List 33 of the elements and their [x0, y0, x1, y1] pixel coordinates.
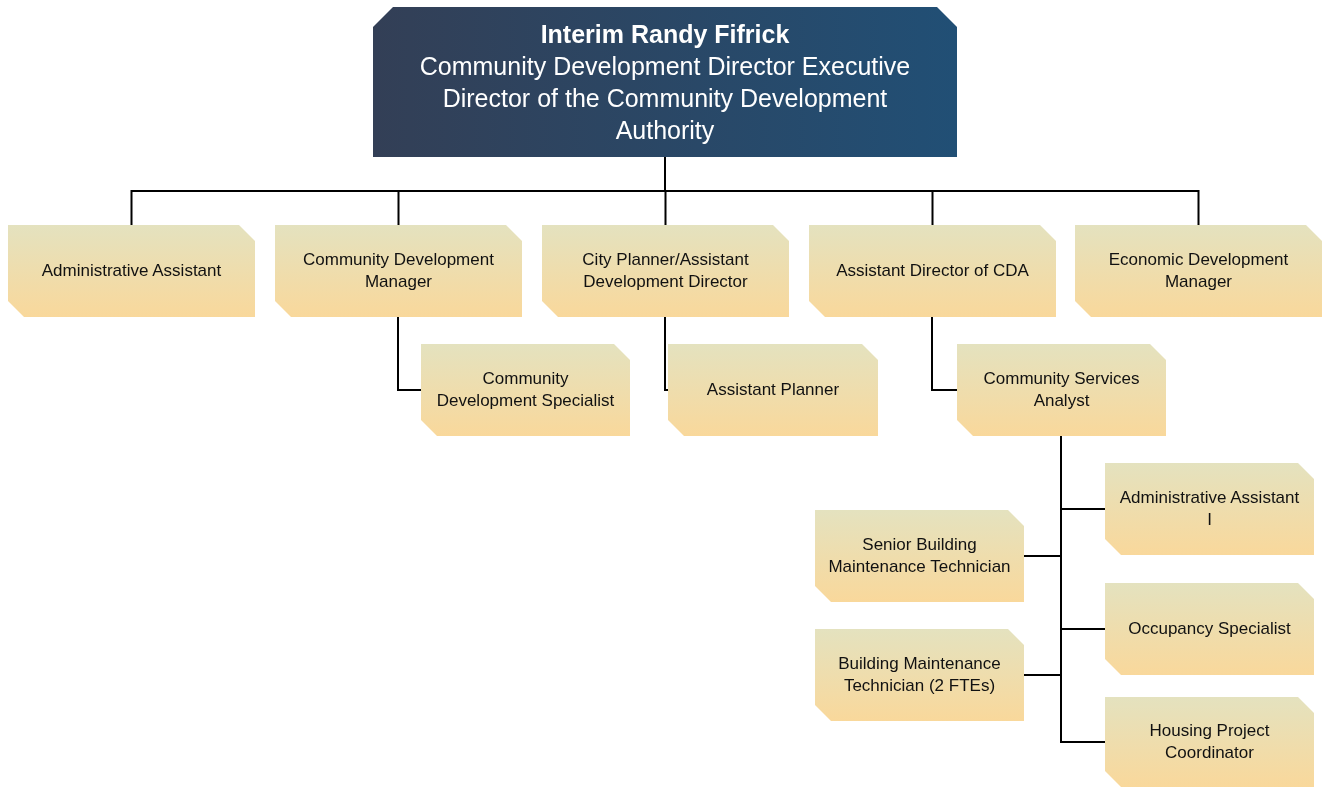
connector-line: [1060, 435, 1106, 743]
position-box: [1075, 225, 1322, 317]
title-text: City Planner/Assistant Development Director: [581, 249, 750, 293]
title-text: Housing Project Coordinator: [1148, 720, 1271, 764]
position-box: [809, 225, 1056, 317]
title-text: Assistant Director of CDA: [836, 260, 1029, 282]
position-box: [668, 344, 878, 436]
position-box: [1105, 463, 1314, 555]
title-text: Community Development Manager: [302, 249, 495, 293]
position-box: [421, 344, 630, 436]
title-text: Community Development Director Executive Director of the Community Development Authority: [418, 51, 912, 146]
title-text: Occupancy Specialist: [1128, 618, 1291, 640]
title-text: Assistant Planner: [706, 379, 840, 401]
position-box: [1105, 697, 1314, 787]
title-text: Senior Building Maintenance Technician: [827, 534, 1012, 578]
title-text: Community Development Specialist: [435, 368, 616, 412]
title-text: Community Services Analyst: [982, 368, 1141, 412]
title-text: Economic Development Manager: [1107, 249, 1290, 293]
connector-line: [931, 316, 958, 391]
position-box: [8, 225, 255, 317]
title-text: Administrative Assistant: [41, 260, 222, 282]
connector-line: [397, 316, 422, 391]
name-text: Interim Randy Fifrick: [540, 19, 790, 50]
director-box: [373, 7, 957, 157]
title-text: Administrative Assistant I: [1118, 487, 1301, 531]
position-box: [815, 510, 1024, 602]
title-text: Building Maintenance Technician (2 FTEs): [837, 653, 1002, 697]
position-box: [275, 225, 522, 317]
connector-line: [664, 316, 669, 391]
position-box: [957, 344, 1166, 436]
position-box: [815, 629, 1024, 721]
position-box: [1105, 583, 1314, 675]
position-box: [542, 225, 789, 317]
